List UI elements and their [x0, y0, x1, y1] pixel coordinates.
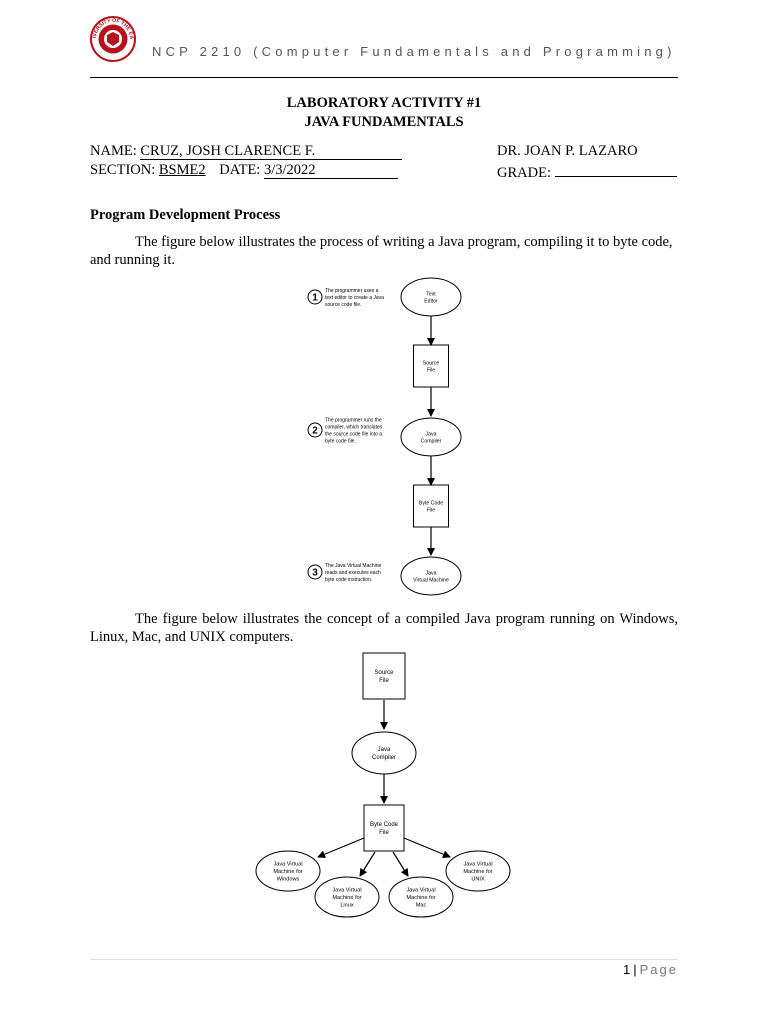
node-label: Machine for — [406, 895, 435, 901]
node-label: Java Virtual — [273, 861, 302, 867]
file-node — [413, 484, 449, 528]
process-node — [400, 556, 462, 596]
node-label: Java Virtual — [332, 887, 361, 893]
node-label: Java — [378, 747, 391, 753]
flow-arrow — [359, 851, 376, 877]
course-header: NCP 2210 (Computer Fundamentals and Prog… — [152, 44, 676, 59]
node-label: Machine for — [273, 869, 302, 875]
node-label: Linux — [340, 902, 354, 908]
step-description: The programmer runs the — [325, 418, 382, 424]
node-label: Java — [426, 570, 437, 576]
step-description: byte code file. — [325, 439, 356, 445]
jvm-node — [388, 876, 454, 918]
node-label: Source — [423, 360, 440, 366]
step-description: source code file. — [325, 302, 361, 308]
name-value: CRUZ, JOSH CLARENCE F. — [140, 143, 316, 159]
node-label: Java — [426, 431, 437, 437]
node-label: Machine for — [463, 869, 492, 875]
file-node — [413, 344, 449, 388]
footer-divider — [90, 959, 678, 960]
node-label: Compiler — [372, 755, 396, 761]
node-label: Source — [374, 670, 394, 676]
node-label: Editor — [424, 298, 438, 304]
header-divider — [90, 77, 678, 78]
page-number: 1 — [623, 962, 631, 977]
name-label: NAME: — [90, 143, 137, 159]
step-description: reads and executes each — [325, 570, 381, 576]
node-label: Java Virtual — [463, 861, 492, 867]
date-label: DATE: — [219, 162, 261, 178]
flow-arrow — [317, 837, 365, 859]
step-number-circle — [307, 564, 323, 580]
page-word: Page — [639, 962, 678, 977]
step-number-circle — [307, 422, 323, 438]
flow-arrow — [392, 851, 409, 877]
step-description: text editor to create a Java — [325, 295, 384, 301]
grade-label: GRADE: — [497, 165, 551, 181]
node-label: File — [427, 507, 435, 513]
flow-arrow — [403, 837, 451, 859]
node-label: File — [379, 830, 389, 836]
grade-row: GRADE: — [497, 162, 677, 182]
page-separator: | — [633, 962, 637, 977]
node-label: UNIX — [471, 876, 485, 882]
step-number: 1 — [312, 293, 318, 304]
activity-title: LABORATORY ACTIVITY #1 — [286, 95, 482, 111]
step-description: The Java Virtual Machine — [325, 563, 382, 569]
step-number-circle — [307, 289, 323, 305]
step-description: the source code file into a — [325, 432, 382, 438]
node-label: Byte Code — [419, 500, 443, 506]
jvm-node — [314, 876, 380, 918]
jvm-node — [445, 850, 511, 892]
node-label: Mac — [416, 902, 427, 908]
jvm-node — [255, 850, 321, 892]
node-label: Java Virtual — [406, 887, 435, 893]
section-heading: Program Development Process — [90, 207, 281, 223]
source-file-node — [362, 652, 406, 700]
date-value: 3/3/2022 — [263, 162, 316, 178]
page-footer: 1|Page — [623, 962, 678, 977]
name-row: NAME: CRUZ, JOSH CLARENCE F. — [90, 143, 403, 160]
node-label: Windows — [277, 876, 300, 882]
name-field: CRUZ, JOSH CLARENCE F. — [140, 143, 403, 160]
node-label: File — [427, 367, 435, 373]
paragraph-1: The figure below illustrates the process… — [90, 234, 673, 268]
node-label: Byte Code — [370, 822, 399, 828]
activity-subtitle: JAVA FUNDAMENTALS — [304, 114, 464, 130]
step-description: compiler, which translates — [325, 425, 383, 431]
university-seal-logo: UNIVERSITY OF THE EAST — [88, 12, 136, 62]
node-label: Virtual Machine — [413, 577, 449, 583]
section-label: SECTION: — [90, 162, 156, 178]
paragraph-2: The figure below illustrates the concept… — [90, 611, 678, 645]
node-label: Machine for — [332, 895, 361, 901]
node-label: Text — [426, 291, 436, 297]
node-label: File — [379, 678, 389, 684]
bytecode-file-node — [363, 804, 405, 852]
date-field: 3/3/2022 — [263, 162, 398, 179]
step-number: 3 — [312, 568, 318, 579]
instructor-name: DR. JOAN P. LAZARO — [497, 143, 638, 159]
node-label: Compiler — [421, 438, 442, 444]
step-number: 2 — [312, 426, 318, 437]
grade-field — [554, 162, 677, 177]
section-value: BSME2 — [158, 162, 206, 178]
step-description: The programmer uses a — [325, 288, 379, 294]
step-description: byte code instruction. — [325, 577, 372, 583]
section-date-row: SECTION: BSME2 DATE: 3/3/2022 — [90, 162, 398, 179]
